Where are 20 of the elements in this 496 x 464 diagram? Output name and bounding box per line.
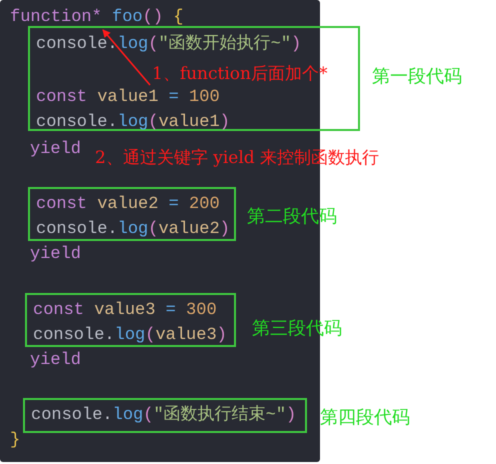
section-label: 第一段代码 [372,66,462,88]
highlight-box [28,26,360,131]
code-line: console.log(value2) [36,219,230,241]
code-line: console.log("函数执行结束~") [31,404,296,427]
highlight-box [25,293,236,347]
code-line: const value1 = 100 [36,87,220,109]
code-line: yield [30,139,82,161]
code-line: yield [30,350,82,372]
code-line: yield [30,244,82,266]
code-line: const value3 = 300 [33,300,217,322]
annotation-arrow [102,29,151,86]
code-line: } [10,430,20,452]
code-line: console.log(value3) [33,325,227,347]
highlight-box [23,398,307,433]
section-label: 第四段代码 [320,407,410,429]
highlight-box [28,187,236,241]
code-line: console.log(value1) [36,112,230,134]
code-line: console.log("函数开始执行~") [36,33,302,56]
code-line: const value2 = 200 [36,194,220,216]
code-line: function* foo() { [10,5,184,30]
